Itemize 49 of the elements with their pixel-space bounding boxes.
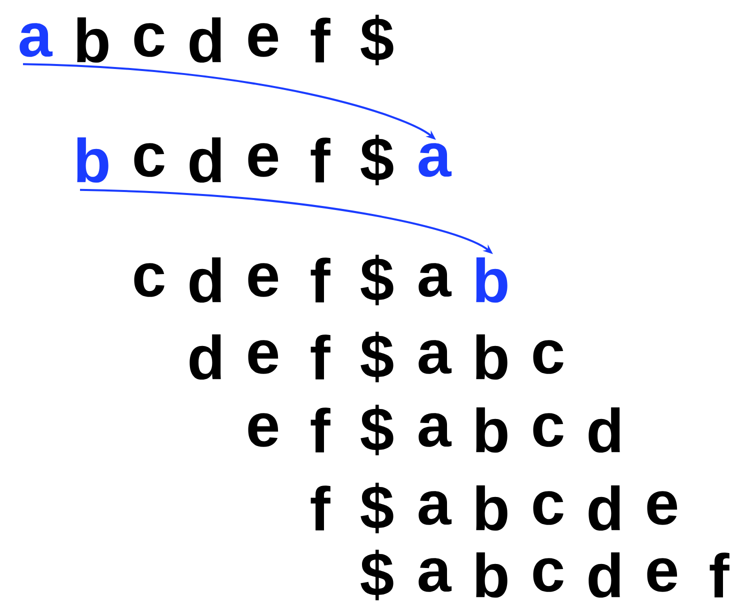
highlighted-letter: a — [418, 143, 452, 177]
letter: f — [310, 138, 330, 182]
letter: $ — [360, 550, 394, 600]
letter: $ — [360, 404, 394, 456]
letter: d — [588, 485, 620, 531]
letter: b — [476, 407, 508, 453]
letter: e — [647, 491, 678, 525]
letter: c — [533, 558, 564, 592]
letter: e — [647, 558, 678, 592]
letter: c — [134, 263, 164, 297]
letter: $ — [360, 482, 394, 534]
letter: c — [533, 413, 564, 447]
letter: e — [248, 23, 278, 57]
letter: b — [476, 485, 508, 531]
letter: c — [533, 491, 564, 525]
letter: a — [418, 340, 452, 374]
letter: f — [310, 486, 330, 530]
letter: a — [418, 413, 452, 447]
highlighted-letter: a — [20, 23, 53, 57]
letter: a — [418, 491, 452, 525]
letter: $ — [360, 254, 394, 306]
letter: f — [310, 258, 330, 302]
highlighted-letter: b — [77, 137, 108, 183]
letter: c — [134, 143, 164, 177]
letter: b — [476, 552, 508, 598]
letter: f — [310, 18, 330, 62]
letter: f — [710, 552, 730, 598]
letter: c — [134, 23, 164, 57]
letter: b — [476, 334, 508, 380]
letter: d — [190, 17, 221, 63]
letter: d — [190, 137, 221, 183]
letter: $ — [360, 14, 394, 66]
highlighted-letter: b — [476, 257, 508, 303]
letter: $ — [360, 134, 394, 186]
letter: a — [418, 263, 452, 297]
letter: d — [588, 407, 620, 453]
letter: d — [190, 334, 221, 380]
letter: f — [310, 334, 330, 380]
letter: f — [310, 408, 330, 452]
letter: e — [248, 263, 278, 297]
letter: a — [418, 558, 452, 592]
letter: d — [588, 552, 620, 598]
letter: e — [248, 143, 278, 177]
letter: c — [533, 340, 564, 374]
letter: b — [77, 17, 108, 63]
letter: e — [248, 413, 278, 447]
letter: e — [248, 340, 278, 374]
letter: d — [190, 257, 221, 303]
letter: $ — [360, 332, 394, 382]
